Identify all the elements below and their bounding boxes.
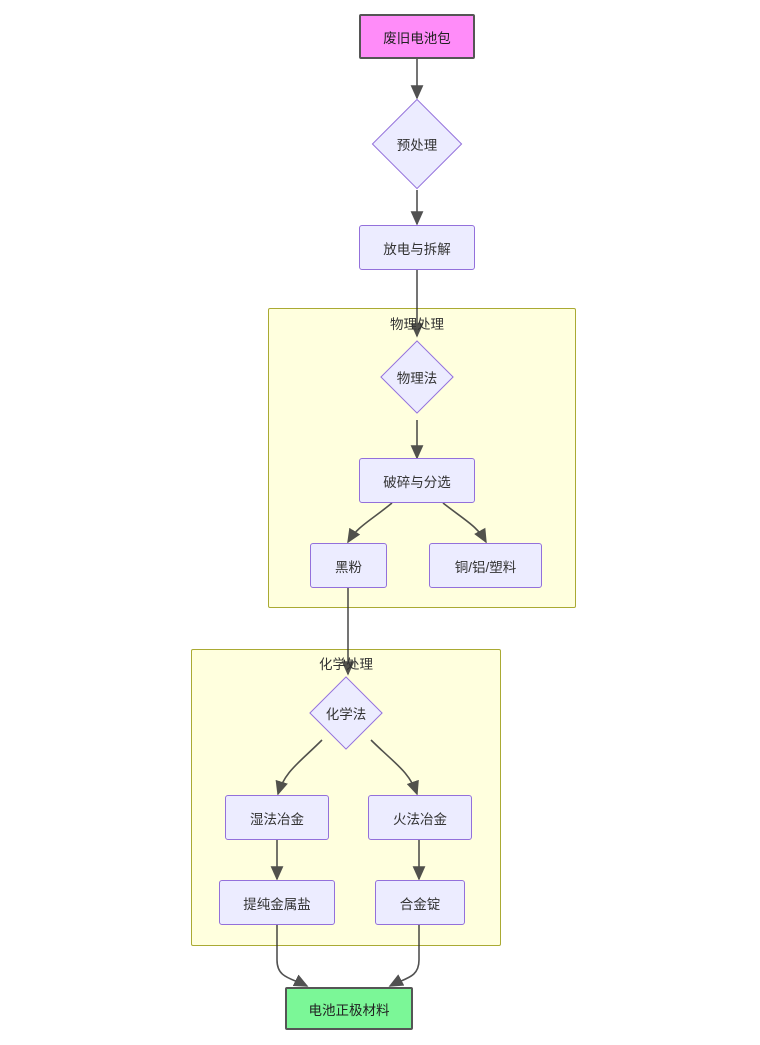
node-crushing-and-sorting[interactable]: 破碎与分选 bbox=[359, 458, 475, 503]
node-purified-metal-salt[interactable]: 提纯金属盐 bbox=[219, 880, 335, 925]
node-hydrometallurgy[interactable]: 湿法冶金 bbox=[225, 795, 329, 840]
node-start-waste-battery-pack[interactable]: 废旧电池包 bbox=[359, 14, 475, 59]
node-copper-aluminum-plastic[interactable]: 铜/铝/塑料 bbox=[429, 543, 542, 588]
node-label-pretreatment: 预处理 bbox=[396, 138, 438, 153]
subgraph-title-physical: 物理处理 bbox=[390, 317, 444, 332]
node-pyrometallurgy[interactable]: 火法冶金 bbox=[368, 795, 472, 840]
node-physical-method[interactable]: 物理法 bbox=[380, 340, 454, 414]
subgraph-title-chemical: 化学处理 bbox=[319, 657, 373, 672]
node-label-chemical-method: 化学法 bbox=[325, 707, 367, 722]
node-pretreatment[interactable]: 预处理 bbox=[371, 98, 463, 190]
node-label-physical-method: 物理法 bbox=[396, 371, 438, 386]
node-discharge-and-disassembly[interactable]: 放电与拆解 bbox=[359, 225, 475, 270]
node-battery-cathode-material[interactable]: 电池正极材料 bbox=[285, 987, 413, 1030]
node-black-powder[interactable]: 黑粉 bbox=[310, 543, 387, 588]
node-alloy-ingot[interactable]: 合金锭 bbox=[375, 880, 465, 925]
node-chemical-method[interactable]: 化学法 bbox=[309, 676, 383, 750]
